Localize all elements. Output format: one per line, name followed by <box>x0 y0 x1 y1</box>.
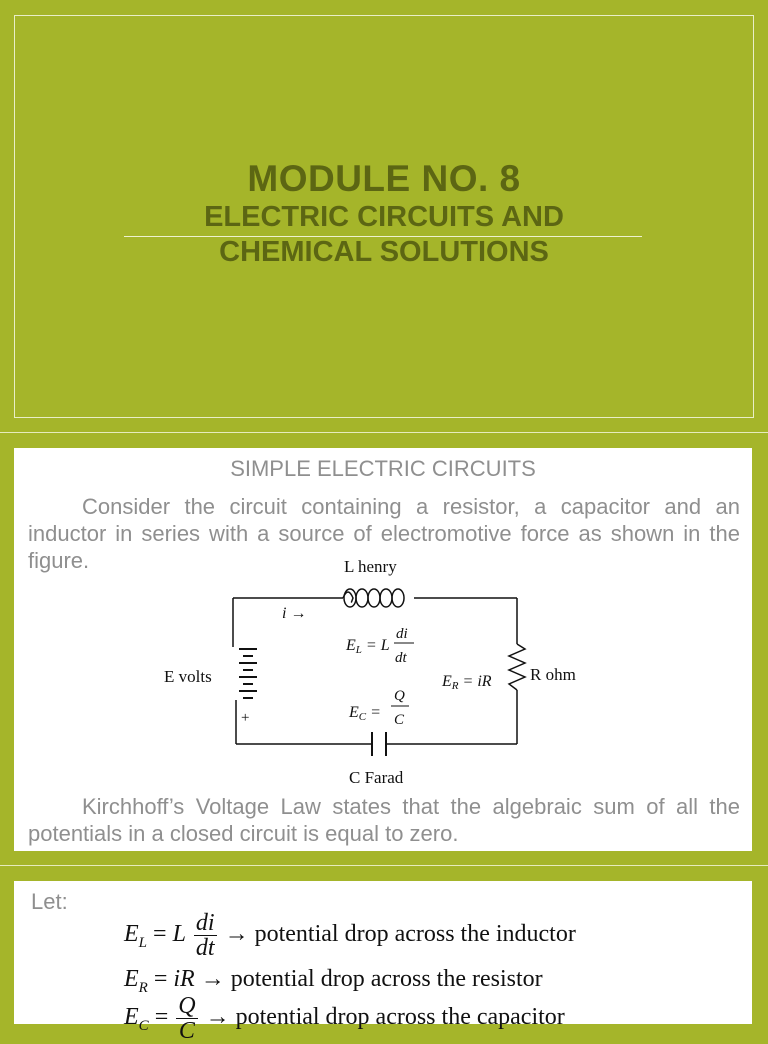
inductor-label: L henry <box>344 557 397 576</box>
battery-icon <box>239 648 257 699</box>
resistor-icon <box>507 643 527 691</box>
slide-divider <box>0 432 768 433</box>
kvl-paragraph: Kirchhoff’s Voltage Law states that the … <box>28 794 740 846</box>
module-subtitle-line1: ELECTRIC CIRCUITS AND <box>204 201 564 233</box>
svg-text:Q: Q <box>394 688 405 704</box>
svg-text:C: C <box>394 712 405 728</box>
capacitor-icon <box>371 732 387 756</box>
resistor-drop-text: → potential drop across the resistor <box>200 966 543 992</box>
capacitor-label: C Farad <box>349 768 404 787</box>
plus-terminal-label: + <box>241 710 249 726</box>
circuit-slide: SIMPLE ELECTRIC CIRCUITS Consider the ci… <box>14 448 752 851</box>
title-slide: MODULE NO. 8 ELECTRIC CIRCUITS AND CHEMI… <box>0 0 768 432</box>
svg-text:ER = iR: ER = iR <box>441 673 492 692</box>
inductor-drop-text: → potential drop across the inductor <box>224 921 576 948</box>
let-label: Let: <box>31 889 68 914</box>
slide-heading: SIMPLE ELECTRIC CIRCUITS <box>230 456 536 481</box>
module-title: MODULE NO. 8 <box>247 158 521 199</box>
circuit-wires <box>232 597 518 745</box>
capacitor-equation: EC = Q C <box>348 688 409 728</box>
slide-divider <box>0 865 768 866</box>
module-subtitle-line2: CHEMICAL SOLUTIONS <box>219 236 549 268</box>
intro-paragraph: Consider the circuit containing a resist… <box>28 494 740 573</box>
resistor-label: R ohm <box>530 665 576 684</box>
capacitor-drop-text: → potential drop across the capacitor <box>205 1004 565 1031</box>
inductor-equation: EL = L di dt <box>345 626 414 666</box>
title-block: MODULE NO. 8 ELECTRIC CIRCUITS AND CHEMI… <box>0 158 768 270</box>
svg-text:dt: dt <box>395 650 408 666</box>
svg-text:EC =: EC = <box>348 704 381 723</box>
resistor-drop-equation: ER = iR → potential drop across the resi… <box>124 966 543 996</box>
inductor-coil-icon <box>342 588 405 608</box>
rlc-circuit-diagram: L henry i → E volts + R ohm C Farad EL =… <box>164 557 576 787</box>
svg-text:di: di <box>396 626 408 642</box>
svg-text:EL = L: EL = L <box>345 637 390 656</box>
source-label: E volts <box>164 667 212 686</box>
title-underline <box>124 236 642 237</box>
resistor-equation: ER = iR <box>441 673 492 692</box>
slide-frame <box>14 15 754 418</box>
current-label: i → <box>282 605 306 622</box>
